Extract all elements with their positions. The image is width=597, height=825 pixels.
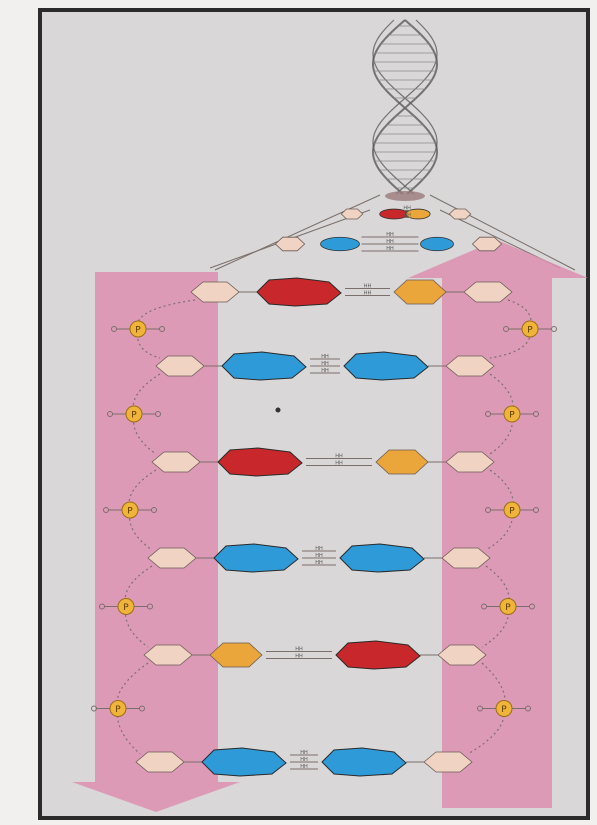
hydrogen-bond-label: HH	[321, 354, 329, 360]
hydrogen-bond-label: HH	[403, 206, 411, 212]
hydrogen-bond-label: HH	[300, 750, 308, 756]
hydrogen-bond-label: HH	[335, 454, 343, 460]
phosphate-label: P	[505, 603, 511, 613]
hydrogen-bond-label: HH	[300, 757, 308, 763]
right-base-blue-icon	[340, 544, 424, 572]
phosphate-label: P	[127, 507, 133, 517]
right-base-blue-icon	[322, 748, 406, 776]
hydrogen-bond-label: HH	[300, 764, 308, 770]
hydrogen-bond-label: HH	[386, 246, 394, 252]
hydrogen-bond-label: HH	[364, 291, 372, 297]
far-base-blue-icon	[321, 237, 360, 251]
left-base-red-icon	[257, 278, 341, 306]
right-base-blue-icon	[344, 352, 428, 380]
left-base-blue-icon	[214, 544, 298, 572]
phosphate-label: P	[509, 411, 515, 421]
hydrogen-bond-label: HH	[321, 361, 329, 367]
hydrogen-bond-label: HH	[315, 560, 323, 566]
hydrogen-bond-label: HH	[335, 461, 343, 467]
left-strand-arrow-down-icon	[72, 272, 240, 812]
phosphate-label: P	[131, 411, 137, 421]
phosphate-label: P	[501, 705, 507, 715]
phosphate-label: P	[123, 603, 129, 613]
right-base-red-icon	[336, 641, 420, 669]
phosphate-label: P	[115, 705, 121, 715]
phosphate-label: P	[135, 326, 141, 336]
hydrogen-bond-label: HH	[295, 654, 303, 660]
phosphate-label: P	[509, 507, 515, 517]
hydrogen-bond-label: HH	[295, 647, 303, 653]
hydrogen-bond-label: HH	[403, 213, 411, 219]
far-base-blue-icon	[421, 237, 454, 251]
far-sugar-icon	[449, 209, 470, 219]
hydrogen-bond-label: HH	[386, 239, 394, 245]
left-base-blue-icon	[222, 352, 306, 380]
left-base-blue-icon	[202, 748, 286, 776]
hydrogen-bond-label: HH	[364, 284, 372, 290]
far-base-pair-icon	[385, 191, 425, 201]
left-base-red-icon	[218, 448, 302, 476]
dot-mark	[276, 408, 281, 413]
hydrogen-bond-label: HH	[321, 368, 329, 374]
phosphate-label: P	[527, 326, 533, 336]
hydrogen-bond-label: HH	[315, 553, 323, 559]
hydrogen-bond-label: HH	[386, 232, 394, 238]
far-sugar-icon	[341, 209, 362, 219]
hydrogen-bond-label: HH	[315, 546, 323, 552]
